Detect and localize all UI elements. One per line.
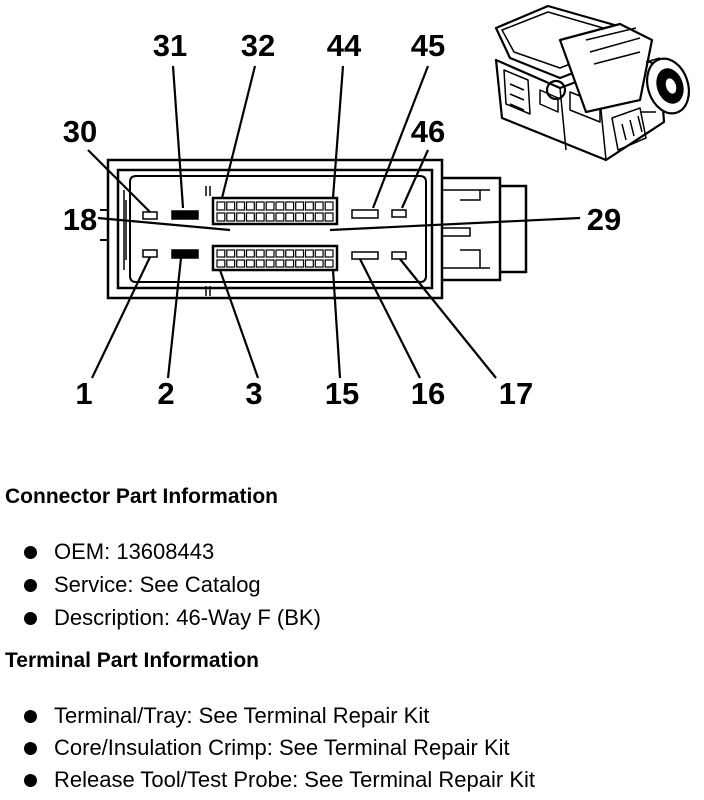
connector-3d-illustration [494,4,690,162]
terminal-cell [245,212,255,222]
leader-lines [87,65,581,379]
terminal-block-upper [211,196,339,226]
terminal-cell [216,201,226,211]
pin-label: 18 [63,202,97,237]
terminal-cell [314,201,324,211]
terminal-cell [314,212,324,222]
terminal-cell [255,259,265,268]
terminal-cell [295,259,305,268]
pin-label: 3 [245,376,262,411]
pin-label: 32 [241,28,275,63]
list-item-label: Description: 46-Way F (BK) [54,605,321,630]
terminal-cell [295,212,305,222]
terminal-cell [324,259,334,268]
terminal-cell [285,201,295,211]
terminal-cell [304,259,314,268]
list-item: Description: 46-Way F (BK) [24,605,321,631]
terminal-cell [245,249,255,258]
terminal-cell [285,212,295,222]
bullet-icon [24,741,37,755]
terminal-cell [324,201,334,211]
list-item: Service: See Catalog [24,572,261,598]
terminal-cell [245,259,255,268]
list-item-label: Terminal/Tray: See Terminal Repair Kit [54,703,430,728]
pin-label: 45 [411,28,445,63]
terminal-cell [285,259,295,268]
terminal-cell [275,212,285,222]
terminal-cell [304,212,314,222]
pin-label: 29 [587,202,621,237]
terminal-cavities [142,186,407,296]
pin-label: 17 [499,376,533,411]
terminal-cell [255,212,265,222]
terminal-cell [295,249,305,258]
connector-diagram: 31 32 44 45 30 46 18 29 1 2 3 15 16 17 [63,4,690,411]
terminal-cell [314,249,324,258]
terminal-cell [265,212,275,222]
terminal-cell [265,259,275,268]
terminal-cell [236,249,246,258]
terminal-cell [226,259,236,268]
terminal-cell [245,201,255,211]
list-item: Terminal/Tray: See Terminal Repair Kit [24,703,429,729]
pin-labels: 31 32 44 45 30 46 18 29 1 2 3 15 16 17 [63,28,621,411]
list-item: Release Tool/Test Probe: See Terminal Re… [24,767,535,793]
pin-label: 46 [411,114,445,149]
connector-info-heading: Connector Part Information [5,485,279,508]
terminal-cell [324,212,334,222]
terminal-cell [216,249,226,258]
terminal-info-heading: Terminal Part Information [5,649,259,672]
terminal-cell [275,201,285,211]
terminal-cell [236,259,246,268]
pin-label: 15 [325,376,359,411]
bullet-icon [24,578,37,592]
bullet-icon [24,545,37,559]
terminal-cell [236,212,246,222]
terminal-cell [285,249,295,258]
list-item: Core/Insulation Crimp: See Terminal Repa… [24,735,510,761]
terminal-cell [216,259,226,268]
list-item-label: Core/Insulation Crimp: See Terminal Repa… [54,735,510,760]
list-item-label: Release Tool/Test Probe: See Terminal Re… [54,767,535,792]
terminal-cell [314,259,324,268]
terminal-cell [226,201,236,211]
terminal-cell [275,249,285,258]
terminal-cell [255,249,265,258]
pin-label: 44 [327,28,362,63]
connector-face [100,158,528,300]
terminal-cell [265,249,275,258]
terminal-cell [275,259,285,268]
terminal-cell [226,249,236,258]
bullet-icon [24,773,37,787]
terminal-block-lower [211,244,339,272]
list-item-label: OEM: 13608443 [54,539,215,564]
pin-label: 1 [75,376,92,411]
pin-label: 30 [63,114,97,149]
terminal-cell [216,212,226,222]
list-item: OEM: 13608443 [24,539,214,565]
terminal-cell [304,249,314,258]
pin-label: 31 [153,28,187,63]
terminal-cell [255,201,265,211]
terminal-cell [324,249,334,258]
terminal-cell [226,212,236,222]
terminal-cell [236,201,246,211]
terminal-cell [304,201,314,211]
bullet-icon [24,709,37,723]
bullet-icon [24,611,37,625]
terminal-cell [295,201,305,211]
list-item-label: Service: See Catalog [54,572,261,597]
pin-label: 2 [157,376,174,411]
pin-label: 16 [411,376,445,411]
terminal-cell [265,201,275,211]
